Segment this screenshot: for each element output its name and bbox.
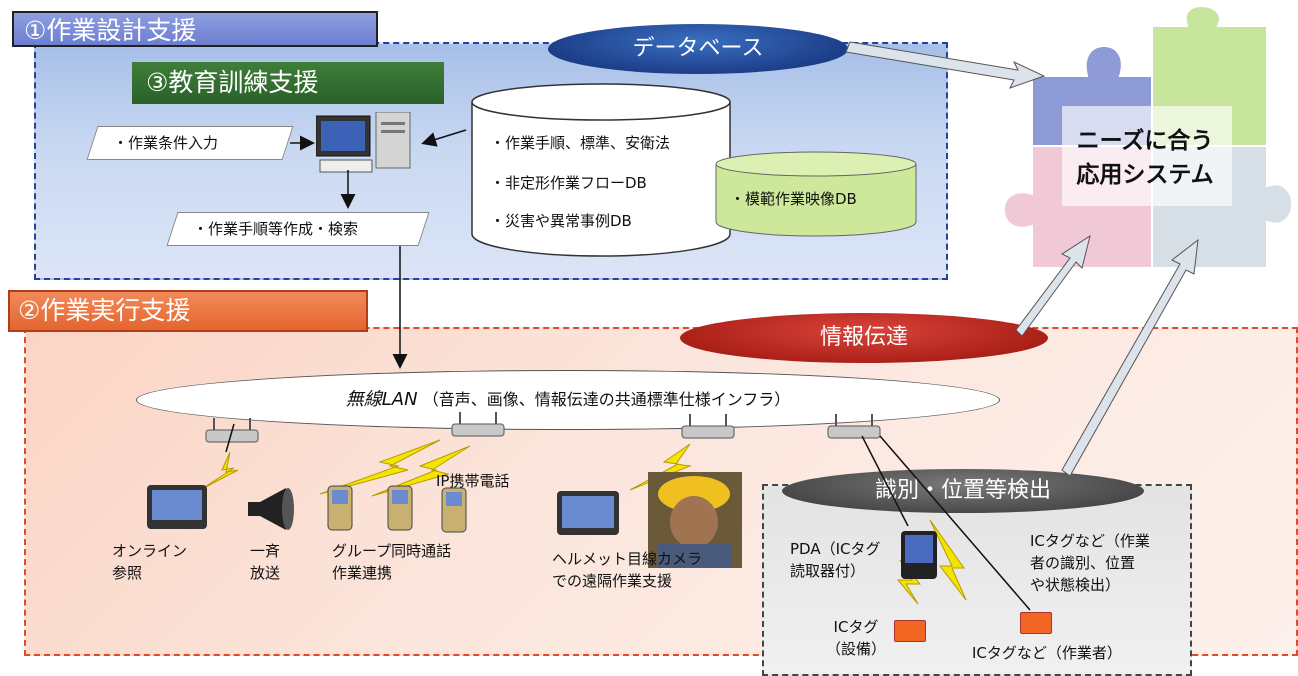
wireless-lan-desc: （音声、画像、情報伝達の共通標準仕様インフラ）	[422, 390, 791, 409]
broadcast-line2: 放送	[250, 564, 281, 582]
ic-tag-equipment-icon	[894, 620, 926, 642]
ic-tag-worker-label: ICタグなど（作業者）	[972, 644, 1122, 662]
helmet-camera-line2: での遠隔作業支援	[552, 572, 673, 590]
ic-tag-equipment-label: ICタグ （設備）	[826, 616, 886, 660]
phone-icon	[387, 485, 413, 531]
megaphone-icon	[248, 488, 294, 530]
design-support-tag: ①作業設計支援	[12, 11, 378, 47]
access-point-icon	[451, 412, 505, 437]
broadcast-label: 一斉 放送	[250, 540, 280, 584]
tablet-icon	[147, 485, 207, 529]
helmet-worker-photo	[648, 472, 742, 568]
pda-line2: 読取器付）	[790, 562, 866, 580]
access-point-icon	[205, 418, 259, 443]
access-point-icon	[681, 414, 735, 439]
wireless-lan-label: 無線LAN	[345, 389, 418, 410]
ic-tag-desc-line3: や状態検出）	[1030, 576, 1121, 594]
model-video-db-label: ・模範作業映像DB	[730, 190, 857, 208]
ic-tag-equipment-line2: （設備）	[826, 640, 887, 658]
puzzle-icon	[1002, 6, 1292, 269]
online-ref-line2: 参照	[112, 564, 143, 582]
group-call-label: グループ同時通話 作業連携	[332, 540, 451, 584]
application-system-label: ニーズに合う 応用システム	[1040, 124, 1250, 192]
pda-label: PDA（ICタグ 読取器付）	[790, 538, 881, 582]
pda-icon	[901, 531, 937, 579]
db-item-3: ・災害や異常事例DB	[490, 212, 632, 230]
online-ref-line1: オンライン	[112, 542, 188, 560]
access-point-icon	[827, 414, 881, 439]
helmet-camera-label: ヘルメット目線カメラ での遠隔作業支援	[552, 548, 702, 592]
application-system-line1: ニーズに合う	[1076, 128, 1214, 154]
execution-support-tag: ②作業実行支援	[8, 290, 368, 332]
db-item-1: ・作業手順、標準、安衛法	[490, 134, 671, 152]
ic-tag-desc-line1: ICタグなど（作業	[1030, 532, 1150, 550]
broadcast-line1: 一斉	[250, 542, 281, 560]
database-oval: データベース	[548, 24, 848, 74]
online-ref-label: オンライン 参照	[112, 540, 187, 584]
ic-tag-equipment-line1: ICタグ	[833, 618, 879, 636]
pda-line1: PDA（ICタグ	[790, 540, 881, 558]
ic-tag-desc-line2: 者の識別、位置	[1030, 554, 1136, 572]
group-call-line2: 作業連携	[332, 564, 393, 582]
monitor-icon	[557, 491, 619, 535]
db-item-2: ・非定形作業フローDB	[490, 174, 647, 192]
phone-icon	[327, 485, 353, 531]
group-call-line1: グループ同時通話	[332, 542, 452, 560]
detection-oval: 識別・位置等検出	[782, 469, 1144, 513]
ic-tag-worker-icon	[1020, 612, 1052, 634]
computer-icon	[316, 112, 411, 173]
database-cylinder-icon	[471, 83, 731, 257]
model-video-db-icon	[715, 151, 917, 237]
info-transfer-oval: 情報伝達	[680, 313, 1048, 363]
ip-phone-label: IP携帯電話	[436, 472, 510, 490]
helmet-camera-line1: ヘルメット目線カメラ	[552, 550, 703, 568]
ic-tag-desc-label: ICタグなど（作業 者の識別、位置 や状態検出）	[1030, 530, 1150, 596]
phone-icon	[441, 487, 467, 533]
application-system-line2: 応用システム	[1076, 162, 1214, 188]
wireless-lan-oval: 無線LAN （音声、画像、情報伝達の共通標準仕様インフラ）	[136, 370, 1000, 430]
training-support-tag: ③教育訓練支援	[132, 62, 444, 104]
